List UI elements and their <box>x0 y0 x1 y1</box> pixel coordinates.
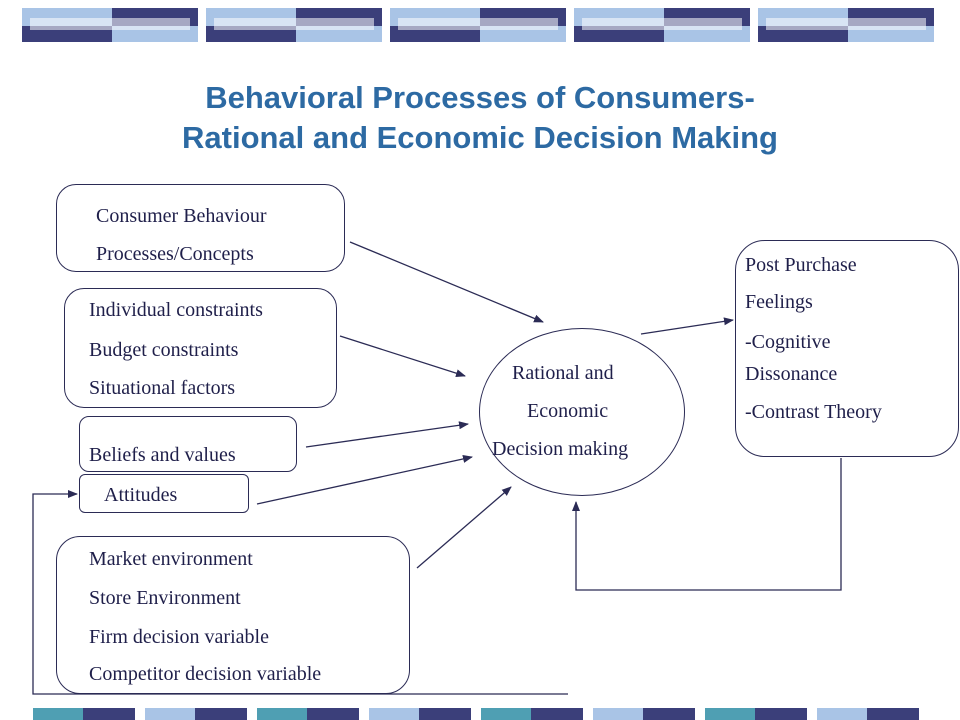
constraints-line-3: Situational factors <box>89 377 236 399</box>
post-purchase-box <box>735 240 959 457</box>
top-decorative-band <box>22 8 934 42</box>
top-band-block-1 <box>22 8 198 42</box>
center-line-3: Decision making <box>492 438 629 460</box>
beliefs-box <box>79 416 297 472</box>
top-band-block-3 <box>390 8 566 42</box>
slide-title-line-2: Rational and Economic Decision Making <box>182 120 778 155</box>
post-purchase-line-3: -Cognitive <box>745 331 831 353</box>
environment-line-3: Firm decision variable <box>89 626 269 648</box>
top-band-block-4 <box>574 8 750 42</box>
consumer-behaviour-line-2: Processes/Concepts <box>96 243 254 265</box>
center-line-2: Economic <box>527 400 609 422</box>
post-purchase-line-1: Post Purchase <box>745 254 857 276</box>
feedback-line-bottom-to-attitudes <box>32 490 568 695</box>
bottom-decorative-band <box>33 708 919 720</box>
arrow-environment-to-center <box>416 486 512 569</box>
arrow-consumer-behaviour-to-center <box>349 241 544 323</box>
constraints-line-1: Individual constraints <box>89 299 263 321</box>
attitudes-line-1: Attitudes <box>104 484 178 506</box>
environment-line-4: Competitor decision variable <box>89 663 322 685</box>
slide-title: Behavioral Processes of Consumers- Ratio… <box>0 78 960 158</box>
decision-making-circle <box>479 328 685 496</box>
constraints-line-2: Budget constraints <box>89 339 239 361</box>
arrow-beliefs-to-center <box>305 421 469 448</box>
consumer-behaviour-line-1: Consumer Behaviour <box>96 205 267 227</box>
arrow-constraints-to-center <box>339 335 466 378</box>
beliefs-line-1: Beliefs and values <box>89 444 236 466</box>
attitudes-box <box>79 474 249 513</box>
post-purchase-line-2: Feelings <box>745 291 813 313</box>
post-purchase-line-4: Dissonance <box>745 363 838 385</box>
arrow-attitudes-to-center <box>256 455 473 505</box>
post-purchase-line-5: -Contrast Theory <box>745 401 882 423</box>
top-band-block-2 <box>206 8 382 42</box>
environment-line-1: Market environment <box>89 548 253 570</box>
environment-box <box>56 536 410 694</box>
arrow-center-to-post-purchase <box>640 317 734 335</box>
environment-line-2: Store Environment <box>89 587 241 609</box>
center-line-1: Rational and <box>512 362 614 384</box>
consumer-behaviour-box <box>56 184 345 272</box>
constraints-box <box>64 288 337 408</box>
top-band-block-5 <box>758 8 934 42</box>
feedback-line-post-purchase-to-center <box>572 458 842 591</box>
slide-title-line-1: Behavioral Processes of Consumers- <box>205 80 755 115</box>
